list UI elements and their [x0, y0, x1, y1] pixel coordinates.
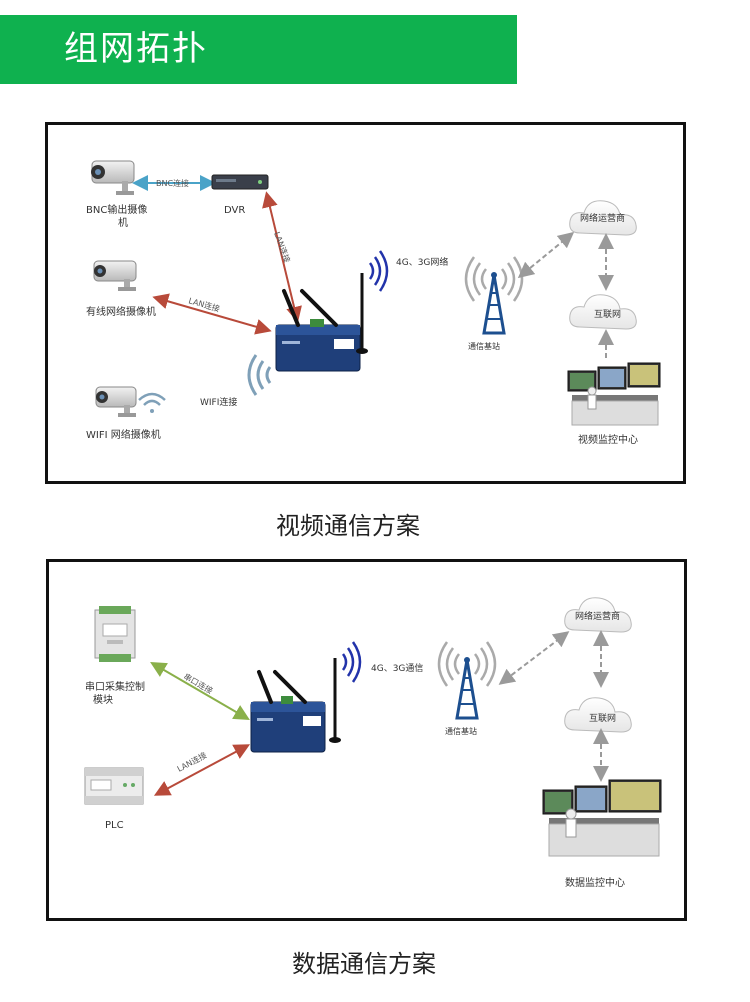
internet-cloud-icon: [564, 697, 632, 733]
cellular-label: 4G、3G通信: [371, 662, 423, 674]
bnc-camera-label: BNC输出摄像: [86, 203, 147, 216]
wifi-camera-label: WIFI 网络摄像机: [86, 428, 161, 441]
antenna-icon: [356, 273, 368, 354]
wifi-icon: [138, 392, 166, 413]
lan-plc-arrow: [153, 744, 251, 796]
lan-camera-arrow: [152, 293, 272, 335]
monitor-center-icon: [542, 779, 662, 857]
base-station-label: 通信基站: [468, 341, 500, 351]
serial-module-icon: [94, 606, 136, 662]
internet-cloud-label: 互联网: [594, 309, 621, 320]
dvr-label: DVR: [224, 205, 245, 216]
operator-cloud-label: 网络运营商: [575, 610, 620, 622]
wired-camera-label: 有线网络摄像机: [86, 305, 156, 318]
serial-module-label-2: 模块: [93, 694, 113, 706]
cellular-label: 4G、3G网络: [396, 256, 448, 268]
plc-icon: [84, 767, 144, 805]
tower-cloud-arrow: [517, 231, 575, 279]
bnc-camera-icon: [91, 160, 135, 195]
cellular-signal-icon: [341, 641, 362, 683]
monitor-center-icon: [567, 362, 661, 426]
data-topology-diagram: 串口采集控制 模块 串口连接 LAN连接 PLC: [46, 559, 687, 921]
router-icon: [250, 670, 326, 753]
base-station-icon: [437, 641, 497, 720]
router-wifi-icon: [247, 354, 272, 396]
tower-cloud-arrow: [498, 631, 570, 685]
internet-cloud-icon: [569, 294, 637, 330]
wifi-camera-icon: [95, 386, 137, 417]
video-scheme-caption: 视频通信方案: [276, 512, 420, 540]
monitor-center-label: 数据监控中心: [565, 876, 625, 889]
bnc-camera-label-2: 机: [118, 216, 128, 229]
bnc-link-label: BNC连接: [156, 178, 189, 188]
plc-label: PLC: [105, 820, 124, 831]
operator-cloud-icon: [564, 597, 632, 633]
serial-module-label: 串口采集控制: [85, 680, 145, 693]
base-station-icon: [464, 256, 524, 335]
monitor-center-label: 视频监控中心: [578, 433, 638, 446]
header-bar: 组网拓扑: [0, 15, 517, 84]
data-scheme-caption: 数据通信方案: [292, 950, 436, 978]
base-station-label: 通信基站: [445, 726, 477, 736]
wifi-link-label: WIFI连接: [200, 396, 237, 408]
cellular-signal-icon: [368, 250, 389, 292]
page-title: 组网拓扑: [64, 29, 208, 69]
operator-cloud-icon: [569, 200, 637, 236]
internet-cloud-label: 互联网: [589, 713, 616, 724]
video-topology-diagram: BNC输出摄像 机 BNC连接 DVR LAN连接 有线网络摄像机 LAN连接: [45, 122, 686, 484]
wired-camera-icon: [93, 260, 137, 291]
lan-dvr-arrow: [262, 191, 302, 323]
lan-dvr-label: LAN连接: [272, 230, 292, 264]
router-icon: [275, 289, 361, 372]
operator-cloud-label: 网络运营商: [580, 212, 625, 224]
dvr-icon: [211, 174, 269, 190]
serial-link-arrow: [150, 661, 250, 721]
antenna-icon: [329, 658, 341, 743]
